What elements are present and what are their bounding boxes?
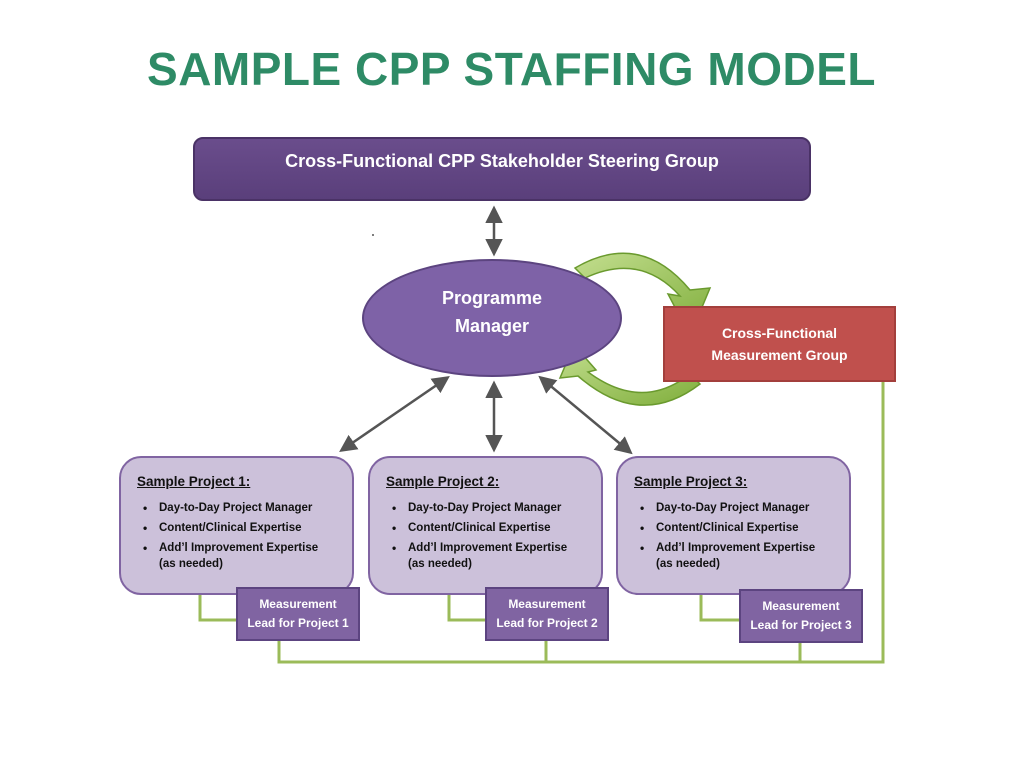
project-box-3: Sample Project 3: Day-to-Day Project Man… <box>616 456 851 595</box>
project-title: Sample Project 2: <box>386 474 500 489</box>
page-title: SAMPLE CPP STAFFING MODEL <box>147 43 876 95</box>
hierarchy-arrows <box>339 205 633 455</box>
list-item: Day-to-Day Project Manager <box>640 500 839 516</box>
list-item: Content/Clinical Expertise <box>143 520 342 536</box>
stray-dot <box>372 234 374 236</box>
steering-group-label: Cross-Functional CPP Stakeholder Steerin… <box>285 151 719 171</box>
list-item: Add’l Improvement Expertise(as needed) <box>392 540 591 572</box>
measurement-connector-lines <box>198 382 885 664</box>
project-role-list: Day-to-Day Project Manager Content/Clini… <box>634 500 839 572</box>
project-box-1: Sample Project 1: Day-to-Day Project Man… <box>119 456 354 595</box>
project-note: (as needed) <box>656 558 720 570</box>
list-item: Content/Clinical Expertise <box>640 520 839 536</box>
measurement-lead-line1: Measurement <box>259 597 337 611</box>
measurement-lead-line2: Lead for Project 2 <box>496 616 598 630</box>
measurement-lead-line1: Measurement <box>508 597 586 611</box>
project-note: (as needed) <box>408 558 472 570</box>
project-title: Sample Project 3: <box>634 474 748 489</box>
project-title: Sample Project 1: <box>137 474 251 489</box>
measurement-lead-box-2: Measurement Lead for Project 2 <box>485 587 609 641</box>
measurement-group-line2: Measurement Group <box>711 347 848 363</box>
project-role-list: Day-to-Day Project Manager Content/Clini… <box>386 500 591 572</box>
list-item: Add’l Improvement Expertise(as needed) <box>640 540 839 572</box>
programme-manager-line2: Manager <box>454 316 530 336</box>
measurement-lead-line2: Lead for Project 1 <box>247 616 349 630</box>
list-item: Day-to-Day Project Manager <box>392 500 591 516</box>
measurement-group-box: Cross-Functional Measurement Group <box>663 306 896 382</box>
list-item: Add’l Improvement Expertise(as needed) <box>143 540 342 572</box>
programme-manager-ellipse: Programme Manager <box>362 259 622 377</box>
measurement-lead-box-1: Measurement Lead for Project 1 <box>236 587 360 641</box>
project-role-list: Day-to-Day Project Manager Content/Clini… <box>137 500 342 572</box>
project-note: (as needed) <box>159 558 223 570</box>
measurement-lead-line1: Measurement <box>762 599 840 613</box>
list-item: Day-to-Day Project Manager <box>143 500 342 516</box>
project-box-2: Sample Project 2: Day-to-Day Project Man… <box>368 456 603 595</box>
steering-group-box: Cross-Functional CPP Stakeholder Steerin… <box>193 137 811 201</box>
programme-manager-line1: Programme <box>441 288 543 308</box>
measurement-lead-line2: Lead for Project 3 <box>750 618 852 632</box>
measurement-group-line1: Cross-Functional <box>721 325 838 341</box>
list-item: Content/Clinical Expertise <box>392 520 591 536</box>
measurement-lead-box-3: Measurement Lead for Project 3 <box>739 589 863 643</box>
